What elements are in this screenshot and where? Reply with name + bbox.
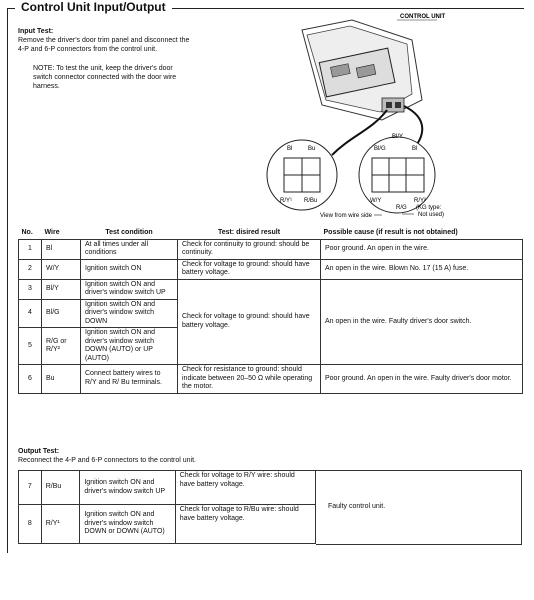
frame-top-border-right — [172, 8, 524, 9]
pin-label-wy: W/Y — [370, 198, 381, 204]
pin-label-blg: Bl/G — [374, 146, 386, 152]
note-line-1: NOTE: To test the unit, keep the driver'… — [33, 65, 173, 72]
cell-cause: An open in the wire. Blown No. 17 (15 A)… — [320, 258, 523, 280]
col-condition: Test condition — [105, 229, 153, 236]
view-caption: View from wire side — [320, 213, 373, 219]
cell-result: Check for voltage to ground: should have… — [177, 258, 321, 280]
cell-no: 8 — [18, 504, 42, 544]
frame-top-border — [7, 8, 15, 9]
cell-wire: R/Bu — [40, 470, 81, 505]
output-test-text: Reconnect the 4-P and 6-P connectors to … — [18, 457, 196, 464]
pin-label-bl: Bl — [287, 146, 292, 152]
pin-label-bly: Bl/Y — [392, 134, 403, 140]
table-row: 1 Bl At all times under all conditions C… — [18, 238, 523, 260]
table-row: 6 Bu Connect battery wires to R/Y and R/… — [18, 364, 523, 394]
output-test-table: 7 R/Bu Ignition switch ON and driver's w… — [18, 470, 317, 544]
cell-condition: Ignition switch ON and driver's window s… — [80, 298, 178, 328]
cell-wire: Bl/Y — [41, 278, 81, 300]
cell-wire: R/Y¹ — [40, 504, 81, 544]
pin-label-rg: R/G — [396, 205, 407, 211]
cell-condition: Ignition switch ON and driver's window s… — [79, 504, 176, 544]
cell-condition: At all times under all conditions — [80, 238, 178, 260]
pin-label-rbu: R/Bu — [304, 198, 317, 204]
cell-result-merged: Check for voltage to ground: should have… — [177, 278, 321, 365]
pin-label-bl-right: Bl — [412, 146, 417, 152]
cell-no: 2 — [18, 258, 42, 280]
table-header-row: No. Wire Test condition Test: disired re… — [19, 228, 523, 239]
input-test-text-2: 4-P and 6-P connectors from the control … — [18, 46, 158, 53]
control-unit-diagram: CONTROL UNIT Bl Bu R/Y¹ R/Bu Bl/Y Bl/G B… — [266, 14, 446, 219]
control-unit-label: CONTROL UNIT — [400, 14, 446, 20]
cell-condition: Ignition switch ON and driver's window s… — [79, 470, 176, 505]
cell-wire: W/Y — [41, 258, 81, 280]
cell-cause: Poor ground. An open in the wire. Faulty… — [320, 364, 523, 394]
output-test-section: Output Test: Reconnect the 4-P and 6-P c… — [18, 447, 196, 465]
cell-no: 5 — [18, 327, 42, 365]
cell-result: Check for voltage to R/Bu wire: should h… — [174, 504, 317, 544]
output-cause-text: Faulty control unit. — [328, 503, 386, 510]
note-line-3: harness. — [33, 83, 60, 90]
page-title: Control Unit Input/Output — [18, 0, 169, 14]
output-cause-cell: Faulty control unit. — [316, 470, 522, 545]
cell-wire: Bl/G — [41, 298, 81, 328]
col-cause: Possible cause (if result is not obtaine… — [323, 229, 458, 236]
cell-condition: Connect battery wires to R/Y and R/ Bu t… — [80, 364, 178, 394]
input-test-section: Input Test: Remove the driver's door tri… — [18, 27, 189, 54]
pin-label-ry1: R/Y¹ — [280, 198, 292, 204]
input-test-text-1: Remove the driver's door trim panel and … — [18, 37, 190, 44]
cell-wire: R/G or R/Y² — [41, 327, 81, 365]
input-test-note: NOTE: To test the unit, keep the driver'… — [33, 64, 233, 91]
cell-result: Check for continuity to ground: should b… — [177, 238, 321, 260]
cell-cause-merged: An open in the wire. Faulty driver's doo… — [320, 278, 523, 365]
col-no: No. — [21, 229, 33, 236]
cell-wire: Bu — [41, 364, 81, 394]
kg-note-1: (KG type: — [416, 205, 442, 211]
pin-label-ry2: R/Y² — [414, 198, 426, 204]
cell-no: 4 — [18, 298, 42, 328]
input-test-heading: Input Test: — [18, 28, 54, 35]
table-row: 8 R/Y¹ Ignition switch ON and driver's w… — [18, 504, 317, 544]
cell-no: 6 — [18, 364, 42, 394]
cell-condition: Ignition switch ON and driver's window s… — [80, 327, 178, 365]
cell-result: Check for voltage to R/Y wire: should ha… — [174, 470, 317, 505]
input-test-table: No. Wire Test condition Test: disired re… — [18, 228, 523, 394]
cell-result: Check for resistance to ground: should i… — [177, 364, 321, 394]
table-row: 7 R/Bu Ignition switch ON and driver's w… — [18, 470, 317, 505]
col-wire: Wire — [44, 229, 60, 236]
frame-left-border — [7, 8, 8, 553]
cell-cause: Poor ground. An open in the wire. — [320, 238, 523, 260]
pin-label-bu: Bu — [308, 146, 315, 152]
cell-condition: Ignition switch ON — [80, 258, 178, 280]
table-row: 3 Bl/Y Ignition switch ON and driver's w… — [18, 278, 523, 365]
kg-note-2: Not used) — [418, 212, 444, 218]
note-line-2: switch connector connected with the door… — [33, 74, 177, 81]
cell-condition: Ignition switch ON and driver's window s… — [80, 278, 178, 300]
cell-wire: Bl — [41, 238, 81, 260]
table-row: 5 R/G or R/Y² Ignition switch ON and dri… — [18, 327, 523, 365]
output-test-heading: Output Test: — [18, 448, 60, 455]
cell-no: 3 — [18, 278, 42, 300]
col-result: Test: disired result — [217, 229, 281, 236]
table-row: 2 W/Y Ignition switch ON Check for volta… — [18, 258, 523, 280]
cell-no: 1 — [18, 238, 42, 260]
cell-no: 7 — [18, 470, 42, 505]
